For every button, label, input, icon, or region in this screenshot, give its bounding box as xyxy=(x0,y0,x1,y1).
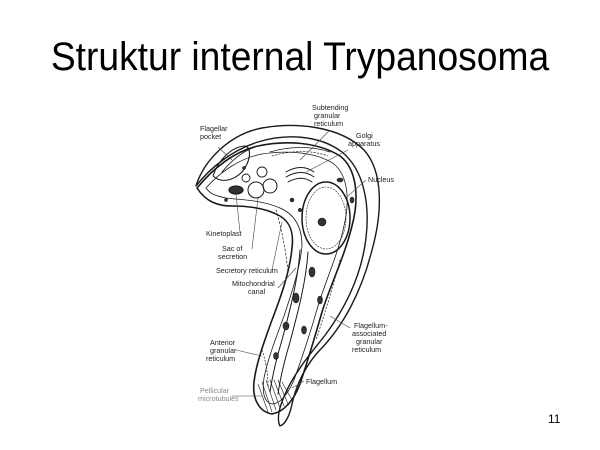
label-golgi-apparatus: Golgi apparatus xyxy=(348,131,380,148)
label-flagellum: Flagellum xyxy=(306,377,337,386)
cell-body-outline xyxy=(196,142,357,415)
secretion-vacuole xyxy=(241,173,251,183)
organelle xyxy=(297,207,303,213)
label-kinetoplast: Kinetoplast xyxy=(206,229,242,238)
organelle xyxy=(349,196,355,204)
inner-cytoplasm-outline xyxy=(205,151,348,405)
organelle xyxy=(336,177,344,183)
nucleus-shape xyxy=(301,181,351,255)
label-mitochondrial-canal: Mitochondrial canal xyxy=(232,279,277,296)
secretion-vacuole xyxy=(262,178,278,194)
slide-title: Struktur internal Trypanosoma xyxy=(50,35,550,79)
label-sac-of-secretion: Sac of secretion xyxy=(218,244,247,261)
page-number: 11 xyxy=(548,412,561,426)
organelle xyxy=(273,352,279,360)
label-flagellum-associated-granular-reticulum: Flagellum- associated granular reticulum xyxy=(352,321,390,354)
leader-lines xyxy=(217,129,367,397)
label-subtending-granular-reticulum: Subtending granular reticulum xyxy=(312,103,350,128)
flagellum-base-line xyxy=(221,145,259,173)
pellicular-microtubules-hatching xyxy=(257,379,293,413)
organelle xyxy=(224,198,228,202)
golgi-cisterna xyxy=(285,167,315,173)
nucleus-inner-membrane xyxy=(305,186,347,250)
organelle xyxy=(301,325,307,335)
golgi-cisterna xyxy=(285,172,315,178)
anterior-granular-reticulum xyxy=(261,349,269,387)
secretory-reticulum-line xyxy=(275,209,289,273)
secretion-vacuole xyxy=(247,181,265,199)
organelle xyxy=(292,292,300,304)
nucleolus xyxy=(317,217,327,227)
label-secretory-reticulum: Secretory reticulum xyxy=(216,266,278,275)
organelle xyxy=(289,197,295,203)
mitochondrial-canal xyxy=(269,249,301,393)
mitochondrial-canal xyxy=(277,251,309,395)
golgi-cisterna xyxy=(287,177,313,183)
diagram-labels: Flagellar pocket Subtending granular ret… xyxy=(198,103,394,403)
organelle xyxy=(242,166,246,170)
label-nucleus: Nucleus xyxy=(368,175,394,184)
organelle xyxy=(308,266,316,278)
flagellar-pocket-shape xyxy=(212,145,251,181)
kinetoplast-shape xyxy=(228,185,244,195)
secretion-vacuole xyxy=(256,166,268,178)
organelle xyxy=(317,295,323,305)
cell-drawing xyxy=(195,124,381,427)
subtending-reticulum-line xyxy=(271,151,329,157)
organelle xyxy=(282,321,290,331)
label-flagellar-pocket: Flagellar pocket xyxy=(200,124,230,141)
subtending-reticulum-line xyxy=(269,147,331,153)
label-pellicular-microtubules: Pellicular microtubules xyxy=(198,386,239,403)
label-anterior-granular-reticulum: Anterior granular reticulum xyxy=(206,338,238,363)
undulating-membrane-outline xyxy=(195,124,381,427)
